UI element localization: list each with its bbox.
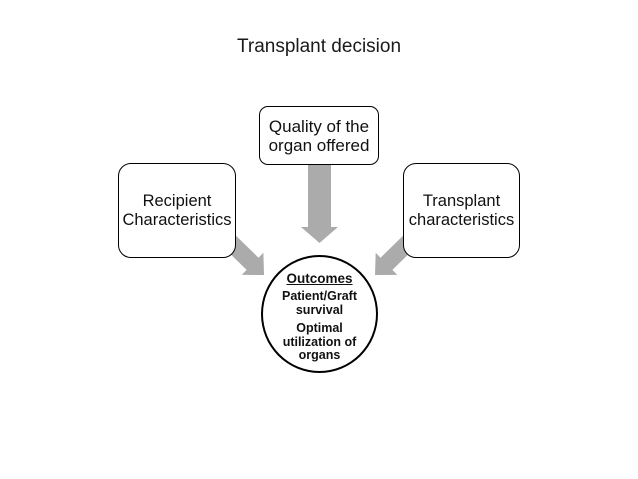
outcomes-heading: Outcomes [286,271,353,286]
outcomes-item-survival: Patient/Graft survival [281,289,357,317]
node-outcomes: Outcomes Patient/Graft survival Optimal … [261,255,378,373]
node-recipient-label: Recipient Characteristics [122,191,232,229]
node-transplant-label: Transplant characteristics [408,191,515,229]
arrow-quality-to-outcomes-icon [301,164,338,243]
outcomes-item-utilization: Optimal utilization of organs [282,321,357,362]
node-quality-of-organ: Quality of the organ offered [259,106,379,165]
node-recipient-characteristics: Recipient Characteristics [118,163,236,258]
node-transplant-characteristics: Transplant characteristics [403,163,520,258]
node-quality-label: Quality of the organ offered [268,116,370,155]
page-title: Transplant decision [236,36,402,57]
